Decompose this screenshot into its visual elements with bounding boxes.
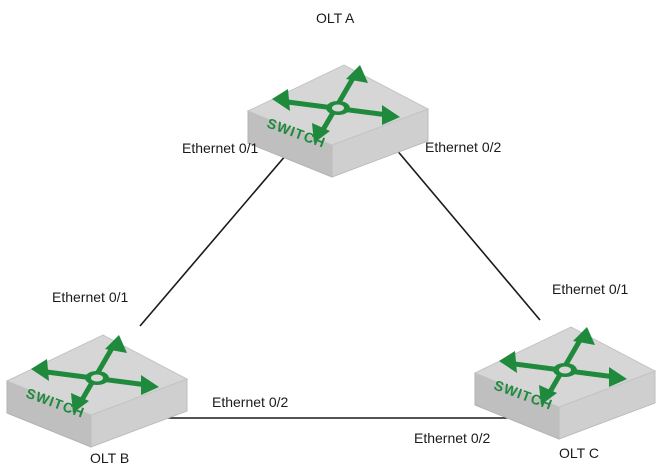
port-label-c-eth02: Ethernet 0/2 [414,430,490,446]
port-label-a-eth01: Ethernet 0/1 [182,140,258,156]
node-name-olt-c: OLT C [559,445,599,461]
link-a-c [389,141,541,321]
port-label-a-eth02: Ethernet 0/2 [425,139,501,155]
port-label-c-eth01: Ethernet 0/1 [552,281,628,297]
switch-olt-b[interactable]: SWITCH [7,335,187,447]
switch-olt-a[interactable]: SWITCH [248,65,428,177]
node-name-olt-b: OLT B [90,450,129,464]
link-a-b [139,147,293,327]
port-label-b-eth01: Ethernet 0/1 [52,289,128,305]
port-label-b-eth02: Ethernet 0/2 [212,394,288,410]
node-name-olt-a: OLT A [316,10,355,26]
switch-olt-c[interactable]: SWITCH [475,327,655,439]
